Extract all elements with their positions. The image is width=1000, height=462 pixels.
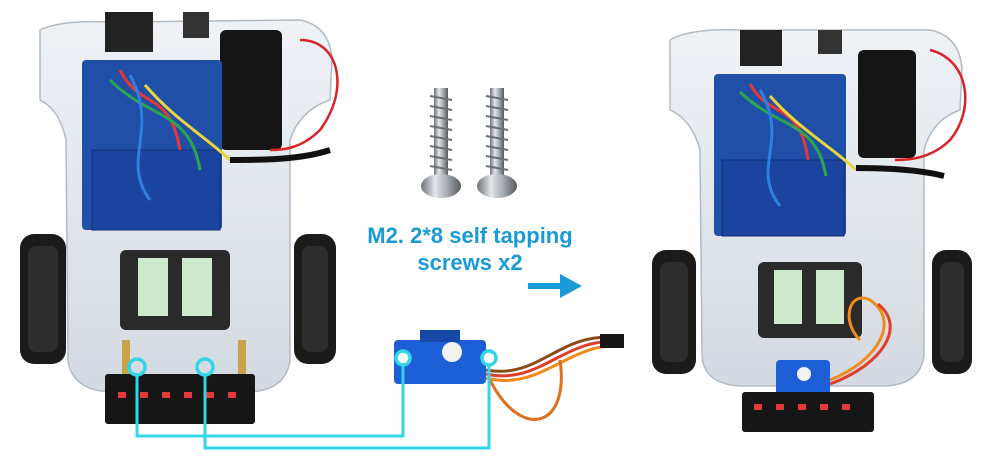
right-wheel: [294, 234, 336, 364]
mounted-servo: [776, 296, 892, 396]
front-sensor-board-assembled: [742, 392, 874, 432]
servo-motor: [394, 330, 624, 421]
right-wheel-assembled: [932, 250, 972, 374]
self-tapping-screw-2: [477, 88, 517, 198]
battery-box-assembled: [858, 50, 916, 158]
robot-car-before: [20, 12, 339, 424]
next-step-arrow: [528, 274, 582, 298]
motor-gearbox: [120, 250, 230, 330]
battery-box: [220, 30, 282, 150]
self-tapping-screw-1: [421, 88, 461, 198]
sensor-module: [183, 12, 209, 38]
left-wheel-assembled: [652, 250, 696, 374]
robot-car-after: [652, 28, 972, 432]
heatsink: [105, 12, 153, 52]
front-sensor-board: [105, 374, 255, 424]
screw-caption: M2. 2*8 self tapping screws x2: [350, 222, 590, 276]
heatsink-assembled: [740, 30, 782, 66]
servo-mount-hole-right: [480, 349, 498, 367]
sensor-module-assembled: [818, 30, 842, 54]
servo-mount-hole-left: [394, 349, 412, 367]
left-wheel: [20, 234, 66, 364]
alignment-guide-lines: [135, 365, 491, 450]
caption-line-1: M2. 2*8 self tapping: [367, 223, 573, 248]
motor-gearbox-assembled: [758, 262, 862, 338]
caption-line-2: screws x2: [417, 250, 523, 275]
